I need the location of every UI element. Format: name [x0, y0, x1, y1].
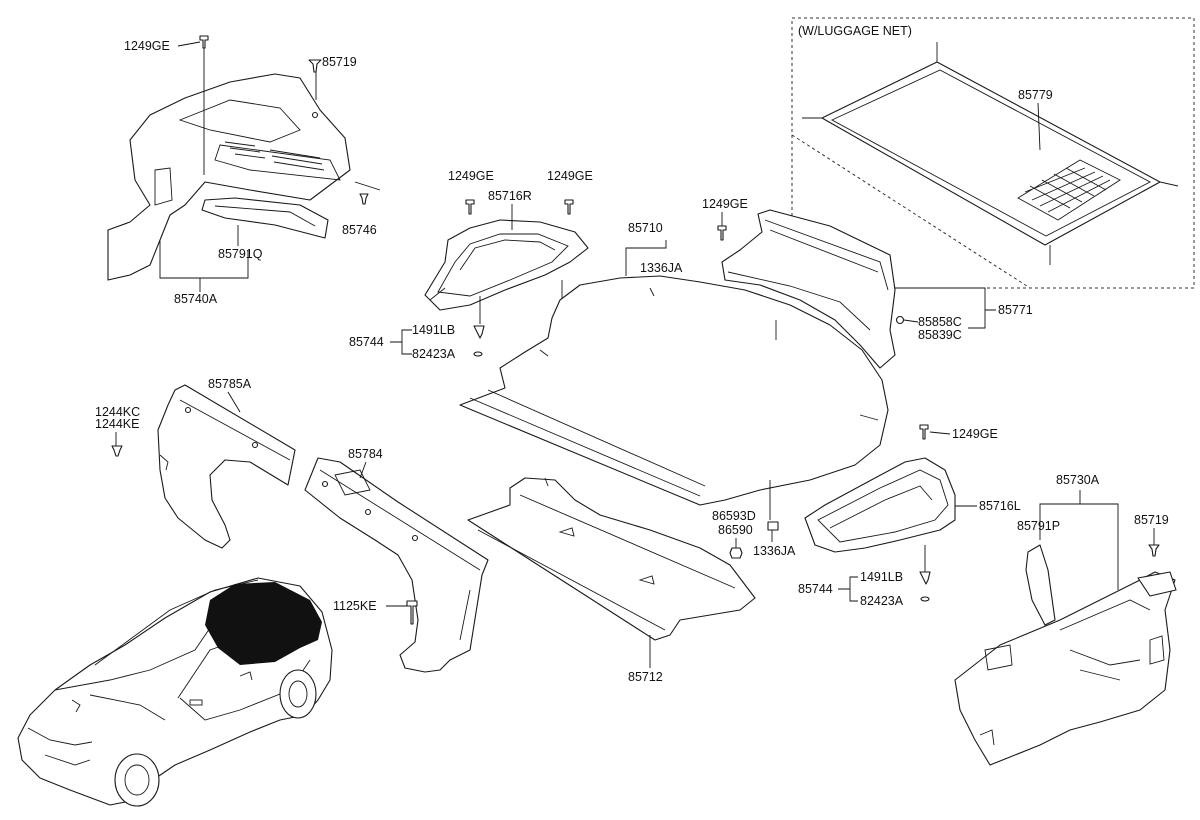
- label-85779: 85779: [1018, 88, 1053, 102]
- screw-1125ke: [406, 600, 418, 625]
- luggage-net-85779: [802, 42, 1179, 265]
- sill-trim-85771: [721, 209, 905, 369]
- label-1244ke: 1244KE: [95, 417, 139, 431]
- clip-1491lb-b: [919, 571, 931, 585]
- screw-1244kc: [111, 445, 123, 457]
- label-85710: 85710: [628, 221, 663, 235]
- label-1244kc: 1244KC: [95, 405, 140, 419]
- bolt-1249ge-a: [199, 35, 209, 49]
- clip-85719-b: [1148, 544, 1160, 557]
- label-85784: 85784: [348, 447, 383, 461]
- floor-mat-85710: [459, 275, 889, 506]
- grommet-82423a-a: [473, 351, 483, 357]
- label-85716r: 85716R: [488, 189, 532, 203]
- luggage-net-inset: (W/LUGGAGE NET) 85779: [791, 17, 1195, 289]
- tray-85716l: [804, 457, 956, 553]
- label-1249ge-c: 1249GE: [547, 169, 593, 183]
- label-85719-b: 85719: [1134, 513, 1169, 527]
- label-85744-a: 85744: [349, 335, 384, 349]
- label-86590: 86590: [718, 523, 753, 537]
- clip-1491lb-a: [473, 325, 485, 339]
- label-1336ja-a: 1336JA: [640, 261, 683, 275]
- label-85791q: 85791Q: [218, 247, 263, 261]
- label-85785a: 85785A: [208, 377, 252, 391]
- label-86593d: 86593D: [712, 509, 756, 523]
- floor-panel-85712: [467, 477, 756, 641]
- grommet-82423a-b: [920, 596, 930, 602]
- label-1491lb-a: 1491LB: [412, 323, 455, 337]
- label-85730a: 85730A: [1056, 473, 1100, 487]
- label-1249ge-b: 1249GE: [448, 169, 494, 183]
- car-illustration: [17, 577, 333, 807]
- label-85839c: 85839C: [918, 328, 962, 342]
- side-trim-85740a: [107, 73, 351, 281]
- label-85858c: 85858C: [918, 315, 962, 329]
- side-panel-85784: [304, 457, 489, 673]
- nut-86590: [729, 547, 743, 559]
- label-82423a-a: 82423A: [412, 347, 456, 361]
- mesh-grid: [224, 141, 325, 171]
- bolt-1249ge-d: [717, 225, 727, 241]
- label-82423a-b: 82423A: [860, 594, 904, 608]
- clip-86593d: [767, 521, 779, 531]
- label-85771: 85771: [998, 303, 1033, 317]
- tray-85716r: [424, 219, 589, 311]
- label-85740a: 85740A: [174, 292, 218, 306]
- label-1249ge-e: 1249GE: [952, 427, 998, 441]
- label-85712: 85712: [628, 670, 663, 684]
- clip-85719-a: [308, 59, 322, 73]
- label-85744-b: 85744: [798, 582, 833, 596]
- clip-85746: [359, 193, 369, 205]
- side-panel-85785a: [157, 384, 296, 549]
- label-85716l: 85716L: [979, 499, 1021, 513]
- label-1336ja-b: 1336JA: [753, 544, 796, 558]
- net-mesh: [1017, 159, 1121, 221]
- bolt-1249ge-c: [564, 199, 574, 215]
- label-luggage-net-note: (W/LUGGAGE NET): [798, 24, 912, 38]
- bolt-1249ge-e: [919, 424, 929, 440]
- side-trim-85730a: [954, 544, 1177, 766]
- label-85791p: 85791P: [1017, 519, 1060, 533]
- label-1125ke: 1125KE: [333, 599, 377, 613]
- label-1249ge-d: 1249GE: [702, 197, 748, 211]
- label-1249ge-a: 1249GE: [124, 39, 170, 53]
- bolt-1249ge-b: [465, 199, 475, 215]
- label-85746: 85746: [342, 223, 377, 237]
- label-1491lb-b: 1491LB: [860, 570, 903, 584]
- label-85719-a: 85719: [322, 55, 357, 69]
